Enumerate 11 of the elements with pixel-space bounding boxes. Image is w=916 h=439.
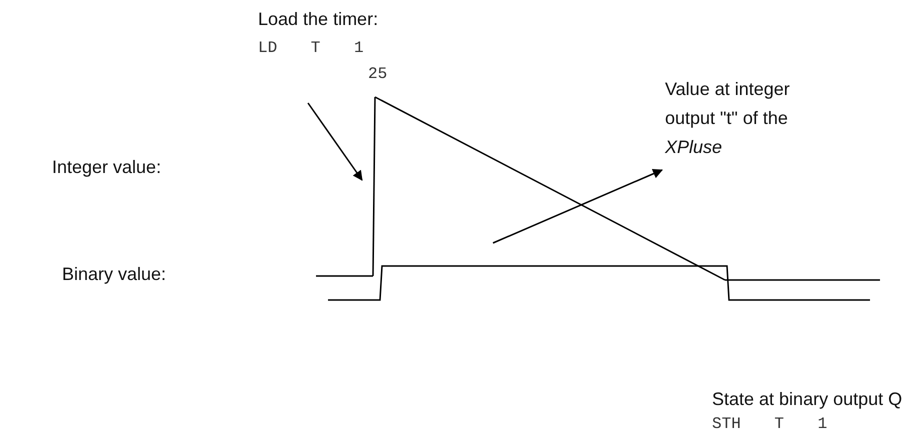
code-text: 25 (368, 64, 388, 84)
leader-arrow (307, 102, 363, 181)
annotation-text: Value at integer output "t" of the XPluse (665, 78, 791, 159)
annotation-text: State at binary output Q (712, 388, 902, 410)
axis-label: Binary value: (62, 263, 166, 285)
annotation-text: Load the timer: (258, 8, 378, 30)
leader-arrow (492, 168, 663, 244)
code-text: LD T 1 (258, 38, 364, 58)
axis-label: Integer value: (52, 156, 162, 178)
rising-edge-line (372, 97, 376, 276)
code-text: STH T 1 (712, 414, 828, 434)
